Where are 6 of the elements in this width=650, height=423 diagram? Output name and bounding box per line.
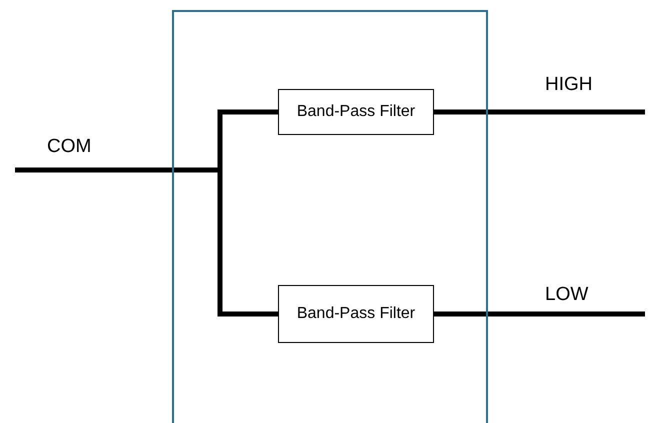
filter-block: Band-Pass Filter: [278, 89, 434, 135]
port-label: LOW: [545, 284, 588, 306]
port-label: HIGH: [545, 74, 592, 96]
enclosure-box: [172, 10, 488, 423]
port-label: COM: [47, 136, 92, 158]
filter-block: Band-Pass Filter: [278, 285, 434, 343]
